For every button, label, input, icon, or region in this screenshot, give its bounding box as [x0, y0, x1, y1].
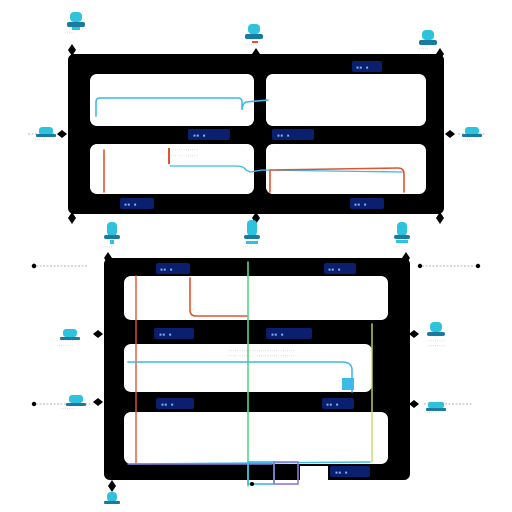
wire-red-mid	[269, 167, 405, 193]
svg-text:▪▪ ▪: ▪▪ ▪	[354, 202, 367, 208]
svg-text:···· ······· ·········· ······: ···· ······· ·········· ·······	[228, 354, 295, 358]
label-top-br[interactable]: ▪▪ ▪	[350, 198, 384, 209]
port-marker-icon[interactable]	[57, 130, 67, 138]
top-floor-frame	[68, 54, 444, 214]
bottom-wiring	[127, 261, 373, 487]
port-marker-icon[interactable]	[475, 263, 481, 269]
wire-blue-room	[127, 361, 353, 393]
port-marker-icon[interactable]	[409, 400, 419, 408]
network-node-icon[interactable]	[426, 402, 446, 411]
svg-text:·····: ·····	[102, 245, 113, 249]
network-node-icon[interactable]	[104, 222, 120, 244]
svg-text:·······: ·······	[424, 411, 439, 415]
port-markers	[31, 44, 481, 492]
port-marker-icon[interactable]	[93, 330, 103, 338]
port-marker-icon[interactable]	[250, 482, 254, 486]
network-node-icon[interactable]	[245, 24, 263, 43]
port-marker-icon[interactable]	[417, 263, 423, 269]
network-node-icon[interactable]	[66, 395, 86, 406]
port-marker-icon[interactable]	[104, 252, 112, 264]
top-room-c[interactable]	[90, 144, 254, 194]
port-marker-icon[interactable]	[31, 401, 37, 407]
label-bot-tl[interactable]: ▪▪ ▪	[156, 263, 190, 274]
svg-text:········: ········	[56, 339, 73, 343]
top-dotted-trace: ············· ··· ·· ······	[168, 148, 198, 164]
port-marker-icon[interactable]	[252, 48, 260, 60]
port-marker-icon[interactable]	[402, 252, 410, 264]
node-captions: ····· ····· ····· ······ ······ ····· ··…	[34, 31, 475, 415]
port-marker-icon[interactable]	[436, 48, 444, 60]
svg-text:········: ········	[428, 339, 445, 343]
network-node-icon[interactable]	[394, 222, 410, 243]
label-bot-ll[interactable]: ▪▪ ▪	[156, 398, 194, 409]
network-node-icon[interactable]	[427, 322, 445, 336]
svg-text:▪▪ ▪: ▪▪ ▪	[326, 402, 339, 408]
svg-text:▪▪ ▪: ▪▪ ▪	[193, 133, 206, 139]
label-top-bl[interactable]: ▪▪ ▪	[120, 198, 154, 209]
top-wiring	[95, 97, 405, 193]
label-bot-mr[interactable]: ▪▪ ▪	[266, 328, 312, 339]
svg-text:▪▪ ▪: ▪▪ ▪	[159, 332, 172, 338]
port-marker-icon[interactable]	[31, 263, 37, 269]
wire-blue-mid	[169, 165, 403, 173]
svg-text:········: ········	[428, 344, 445, 348]
port-marker-icon[interactable]	[108, 480, 116, 492]
network-node-icon[interactable]	[104, 492, 120, 504]
network-node-icon[interactable]	[419, 30, 437, 45]
svg-text:·····: ·····	[64, 31, 75, 35]
switch-box-purple[interactable]	[273, 461, 299, 485]
svg-text:·····: ·····	[244, 43, 255, 47]
wire-blue-box	[342, 378, 354, 390]
wire-red-bottom	[189, 277, 249, 317]
bottom-dotted-trace: ······························· ···· ···…	[228, 349, 295, 358]
wire-blue-top	[95, 97, 269, 117]
top-port-labels: ▪▪ ▪ ▪▪ ▪ ▪▪ ▪ ▪▪ ▪ ▪▪ ▪	[120, 61, 384, 209]
top-room-b[interactable]	[266, 74, 426, 126]
port-marker-icon[interactable]	[436, 212, 444, 224]
svg-text:······························: ·······························	[228, 349, 295, 353]
svg-text:······: ······	[462, 138, 475, 142]
svg-text:·····: ·····	[242, 245, 253, 249]
port-marker-icon[interactable]	[68, 212, 76, 224]
bottom-floor-frame	[104, 258, 410, 480]
top-room-a[interactable]	[90, 74, 254, 126]
label-top-ml[interactable]: ▪▪ ▪	[188, 129, 230, 140]
svg-text:▪▪ ▪: ▪▪ ▪	[328, 267, 341, 273]
svg-text:▪▪ ▪: ▪▪ ▪	[277, 133, 290, 139]
svg-text:·····: ·····	[418, 47, 429, 51]
svg-text:▪▪ ▪: ▪▪ ▪	[335, 470, 348, 476]
port-marker-icon[interactable]	[409, 330, 419, 338]
port-marker-icon[interactable]	[68, 44, 76, 56]
network-node-icon[interactable]	[67, 12, 85, 30]
patch-panel	[300, 466, 328, 480]
svg-text:▪▪ ▪: ▪▪ ▪	[161, 402, 174, 408]
port-marker-icon[interactable]	[93, 398, 103, 406]
port-marker-icon[interactable]	[445, 130, 455, 138]
bottom-room-a[interactable]	[124, 276, 388, 320]
label-top-mr[interactable]: ▪▪ ▪	[272, 129, 314, 140]
svg-text:······: ······	[34, 138, 47, 142]
label-bot-ml[interactable]: ▪▪ ▪	[154, 328, 194, 339]
svg-text:▪▪ ▪: ▪▪ ▪	[160, 267, 173, 273]
svg-text:········: ········	[56, 344, 73, 348]
network-node-icon[interactable]	[462, 127, 482, 137]
label-bot-tr[interactable]: ▪▪ ▪	[324, 263, 356, 274]
svg-text:··· ·· ······: ··· ·· ······	[170, 154, 198, 158]
label-top-tr[interactable]: ▪▪ ▪	[352, 61, 382, 72]
network-node-icon[interactable]	[60, 329, 80, 340]
svg-text:▪▪ ▪: ▪▪ ▪	[124, 202, 137, 208]
network-node-icon[interactable]	[244, 220, 260, 244]
svg-text:·······: ·······	[60, 407, 75, 411]
network-node-icon[interactable]	[36, 127, 56, 137]
bottom-room-c[interactable]	[124, 412, 388, 464]
label-bot-lr[interactable]: ▪▪ ▪	[322, 398, 354, 409]
svg-text:▪▪ ▪: ▪▪ ▪	[356, 65, 369, 71]
network-nodes	[36, 12, 482, 504]
svg-text:·····: ·····	[392, 245, 403, 249]
svg-text:▪▪ ▪: ▪▪ ▪	[271, 332, 284, 338]
bottom-port-labels: ▪▪ ▪ ▪▪ ▪ ▪▪ ▪ ▪▪ ▪ ▪▪ ▪ ▪▪ ▪ ▪▪ ▪	[154, 263, 370, 477]
label-bot-b[interactable]: ▪▪ ▪	[330, 466, 370, 477]
svg-text:·············: ·············	[170, 148, 198, 152]
